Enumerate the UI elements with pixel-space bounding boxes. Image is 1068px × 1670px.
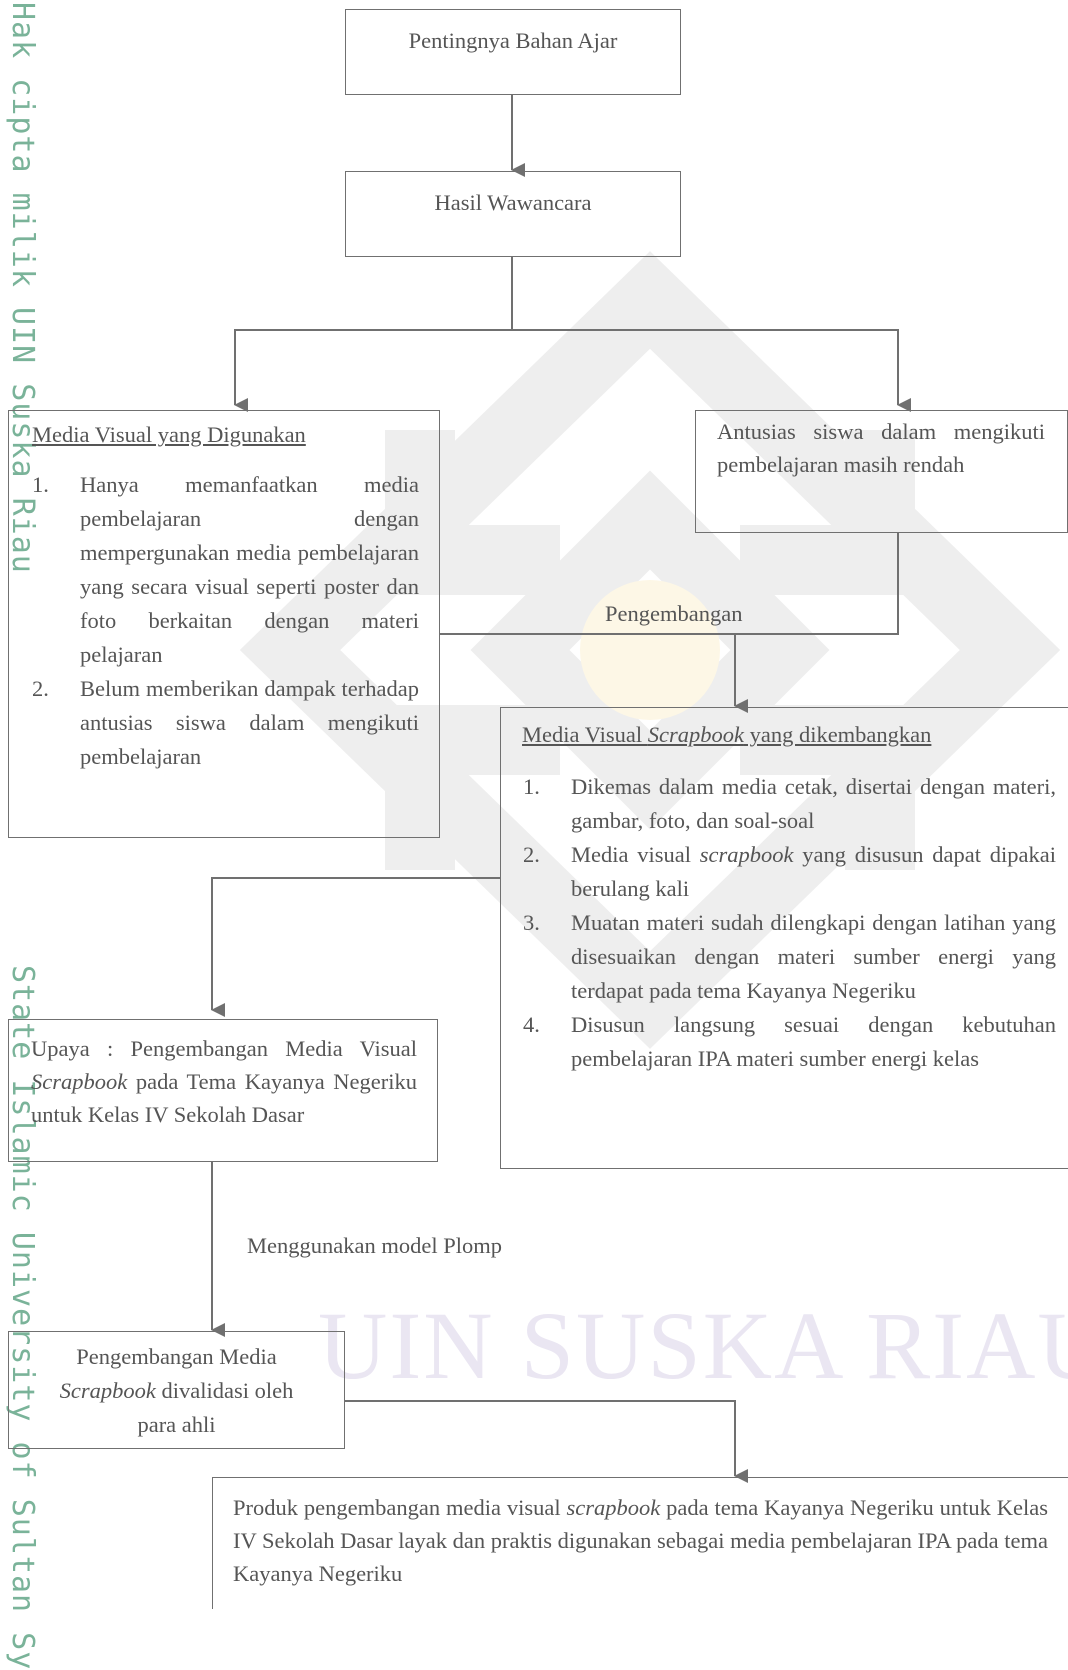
scrapbook-dev-item-2: 2. Media visual scrapbook yang disusun d… xyxy=(523,842,1056,901)
label-pengembangan: Pengembangan xyxy=(605,601,743,626)
box-media-digunakan: Media Visual yang Digunakan 1. Hanya mem… xyxy=(8,410,440,838)
box-pentingnya-bahan-ajar: Pentingnya Bahan Ajar xyxy=(345,9,681,95)
watermark-logo xyxy=(239,251,1061,1049)
box-upaya: Upaya : Pengembangan Media Visual Scrapb… xyxy=(8,1019,438,1162)
line-split xyxy=(234,329,899,398)
media-digunakan-title: Media Visual yang Digunakan xyxy=(32,422,306,447)
scrapbook-dev-item-4: 4. Disusun langsung sesuai dengan kebutu… xyxy=(523,1012,1056,1071)
box-hasil-wawancara: Hasil Wawancara xyxy=(345,171,681,257)
media-digunakan-item-2: 2. Belum memberikan dampak terhadap antu… xyxy=(32,676,419,769)
media-digunakan-item-1: 1. Hanya memanfaatkan media pembelajaran… xyxy=(32,472,419,667)
box-produk: Produk pengembangan media visual scrapbo… xyxy=(212,1477,1068,1609)
label-plomp: Menggunakan model Plomp xyxy=(247,1233,502,1258)
pentingnya-text: Pentingnya Bahan Ajar xyxy=(408,28,618,53)
scrapbook-dev-title: Media Visual Scrapbook yang dikembangkan xyxy=(522,722,932,747)
box-antusias: Antusias siswa dalam mengikuti pembelaja… xyxy=(695,410,1068,533)
scrapbook-dev-list: 1. Dikemas dalam media cetak, disertai d… xyxy=(522,770,1056,1076)
watermark-emblem xyxy=(580,580,720,720)
watermark-bottom-text: UIN SUSKA RIAU xyxy=(318,1292,1068,1399)
line-merge xyxy=(440,533,899,635)
hasil-text: Hasil Wawancara xyxy=(434,190,592,215)
box-validasi: Pengembangan Media Scrapbook divalidasi … xyxy=(8,1331,345,1449)
watermark-side-text-bottom: State Islamic University of Sultan Sy xyxy=(5,965,40,1670)
arrow-to-upaya xyxy=(211,877,500,1017)
box-scrapbook-dikembangkan: Media Visual Scrapbook yang dikembangkan… xyxy=(500,707,1068,1169)
arrow-to-produk xyxy=(345,1400,748,1483)
antusias-text: Antusias siswa dalam mengikuti pembelaja… xyxy=(717,419,1045,477)
scrapbook-dev-item-3: 3. Muatan materi sudah dilengkapi dengan… xyxy=(523,910,1056,1003)
connector-lines xyxy=(211,95,911,1483)
media-digunakan-list: 1. Hanya memanfaatkan media pembelajaran… xyxy=(32,468,419,774)
watermark-side-text-top: Hak cipta milik UIN Suska Riau xyxy=(5,2,40,574)
scrapbook-dev-item-1: 1. Dikemas dalam media cetak, disertai d… xyxy=(523,774,1056,833)
